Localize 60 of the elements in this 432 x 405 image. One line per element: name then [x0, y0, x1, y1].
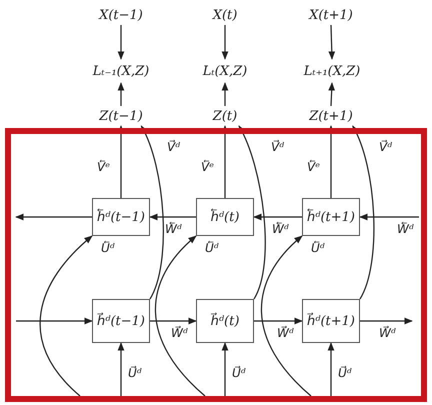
edge-label: W⃖ᵈ	[164, 222, 183, 236]
curved-arrow	[260, 235, 312, 396]
hidden-state-box: h⃖ᵈ(t+1)	[302, 198, 360, 236]
latent-variable: Z(t−1)	[92, 106, 150, 126]
loss-term: Lₜ₋₁(X,Z)	[80, 59, 162, 83]
hidden-state-box: h⃖ᵈ(t−1)	[92, 198, 150, 236]
edge-label: V⃖ᵉ	[96, 160, 111, 174]
edge-label: V⃗ᵈ	[166, 140, 182, 154]
arrow	[118, 82, 124, 106]
input-variable: X(t+1)	[300, 5, 362, 25]
loss-term: Lₜ(X,Z)	[190, 59, 260, 83]
edge-label: U⃗ᵈ	[337, 366, 353, 380]
edge-label: W⃖ᵈ	[396, 222, 415, 236]
arrow	[253, 214, 302, 220]
arrow	[328, 24, 336, 60]
arrow	[359, 214, 419, 220]
arrow	[222, 342, 228, 396]
edge-label: W⃖ᵈ	[271, 222, 290, 236]
curved-arrow	[238, 125, 266, 300]
arrow	[328, 82, 336, 106]
edge-label: V⃖ᵉ	[200, 160, 215, 174]
arrow	[222, 82, 228, 106]
arrow	[149, 214, 196, 220]
edge-label: W⃗ᵈ	[170, 326, 189, 340]
arrow	[328, 125, 334, 198]
curved-arrow	[352, 125, 374, 300]
arrow	[16, 318, 93, 324]
edge-label: V⃖ᵉ	[306, 160, 321, 174]
edge-label: V⃗ᵈ	[270, 140, 286, 154]
arrow	[222, 25, 228, 60]
edge-label: U⃗ᵈ	[231, 366, 247, 380]
hidden-state-box: h⃗ᵈ(t−1)	[92, 299, 150, 343]
arrow	[118, 342, 124, 396]
input-variable: X(t−1)	[92, 5, 150, 25]
arrow	[254, 318, 303, 324]
hidden-state-box: h⃖ᵈ(t)	[196, 198, 254, 236]
hidden-state-box: h⃗ᵈ(t)	[196, 299, 254, 343]
arrow	[360, 318, 413, 324]
curved-arrow	[140, 125, 164, 300]
loss-term: Lₜ₊₁(X,Z)	[290, 59, 374, 83]
curved-arrow	[154, 235, 206, 396]
arrow	[222, 125, 228, 198]
curved-arrow	[40, 235, 93, 396]
arrow	[150, 318, 197, 324]
latent-variable: Z(t+1)	[300, 106, 362, 126]
edge-label: U⃖ᵈ	[310, 241, 326, 255]
highlight-frame	[5, 128, 427, 402]
edge-label: U⃗ᵈ	[127, 366, 143, 380]
arrow	[15, 214, 92, 220]
edge-label: W⃗ᵈ	[276, 326, 295, 340]
arrow	[118, 25, 124, 60]
hidden-state-box: h⃗ᵈ(t+1)	[302, 299, 360, 343]
edge-label: U⃖ᵈ	[100, 241, 116, 255]
edge-label: V⃗ᵈ	[378, 140, 394, 154]
arrow	[118, 125, 124, 198]
edge-label: U⃖ᵈ	[204, 241, 220, 255]
edge-label: W⃗ᵈ	[378, 326, 397, 340]
latent-variable: Z(t)	[205, 106, 245, 126]
input-variable: X(t)	[205, 5, 245, 25]
arrow	[328, 342, 334, 396]
